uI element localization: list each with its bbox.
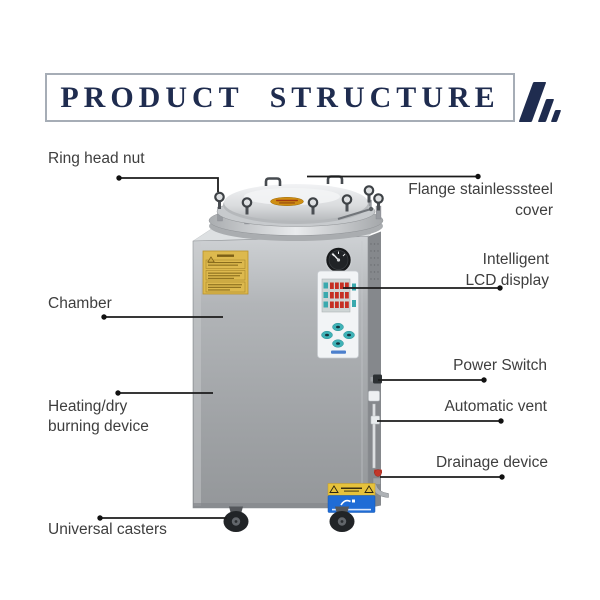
- label-universal-casters: Universal casters: [48, 521, 167, 538]
- side-panel: [368, 231, 381, 508]
- panel-buttons[interactable]: [321, 322, 355, 348]
- ring-nut: [241, 197, 253, 215]
- ring-nut: [214, 191, 225, 209]
- lcd-screen: [321, 278, 356, 313]
- info-blue-label: [327, 495, 376, 513]
- ring-nut: [373, 193, 384, 211]
- ring-nut: [363, 185, 375, 203]
- label-lcd-display: Intelligent LCD display: [465, 251, 549, 289]
- ring-nut: [341, 194, 353, 212]
- machine-lid: [208, 175, 384, 241]
- caster-wheel: [329, 506, 355, 532]
- page-title: PRODUCT STRUCTURE: [60, 80, 500, 114]
- side-vent-holes: [370, 243, 379, 280]
- label-heating-device: Heating/dry burning device: [48, 398, 149, 435]
- pressure-gauge: [324, 246, 353, 274]
- label-drainage-device: Drainage device: [435, 454, 548, 471]
- label-power-switch: Power Switch: [453, 357, 547, 374]
- warning-label: [202, 250, 249, 295]
- label-ring-head-nut: Ring head nut: [48, 150, 145, 167]
- label-automatic-vent: Automatic vent: [444, 398, 547, 415]
- ring-head-nuts: [214, 185, 384, 215]
- label-chamber: Chamber: [48, 295, 112, 312]
- water-tube: [372, 403, 376, 469]
- control-panel: [317, 270, 359, 359]
- power-switch[interactable]: [370, 374, 383, 384]
- drainage-valve[interactable]: [371, 469, 389, 498]
- casters: [223, 506, 355, 532]
- leader-lines: [97, 173, 505, 521]
- caution-strip-label: [327, 483, 376, 496]
- caster-wheel: [223, 506, 249, 532]
- label-flange-cover: Flange stainlesssteel cover: [408, 181, 553, 219]
- automatic-vent-fitting: [368, 390, 380, 425]
- gold-badge: [270, 197, 304, 206]
- leader-ring-head-nut: [119, 177, 219, 192]
- title-box: PRODUCT STRUCTURE: [45, 73, 515, 122]
- ring-nut: [307, 197, 319, 215]
